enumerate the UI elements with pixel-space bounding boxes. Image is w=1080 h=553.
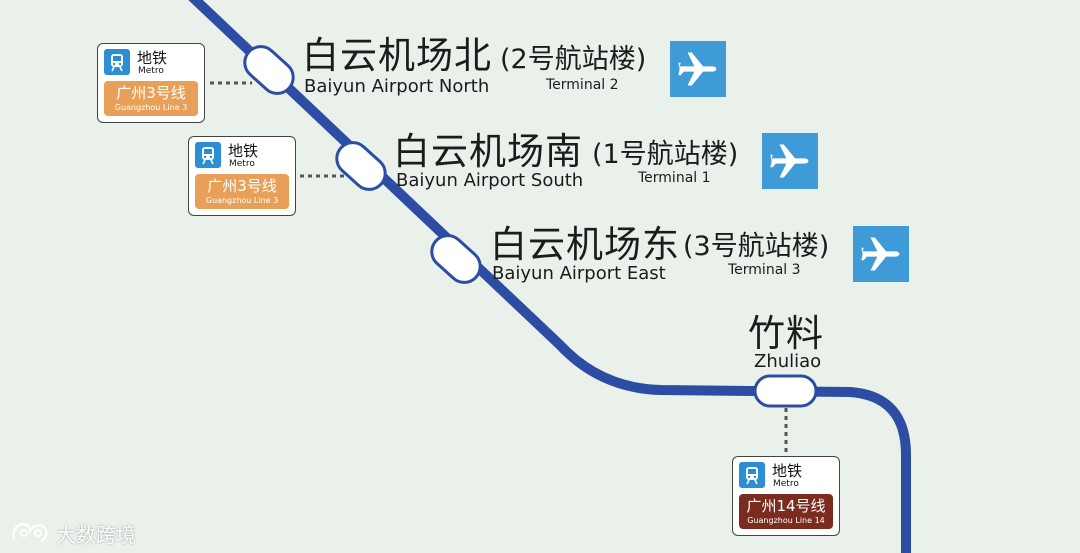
terminal-name-zh: (1号航站楼) xyxy=(592,139,739,170)
station-marker-zhuliao[interactable] xyxy=(753,374,818,408)
station-name-zh: 白云机场北 xyxy=(302,34,492,77)
line-name-zh: 广州3号线 xyxy=(207,177,277,195)
line-name-en: Guangzhou Line 14 xyxy=(747,516,825,525)
watermark: 大数跨境 xyxy=(10,518,136,548)
station-name-zh: 竹料 xyxy=(748,312,824,355)
terminal-name-en: Terminal 3 xyxy=(728,262,801,278)
station-marker-east[interactable] xyxy=(425,229,487,289)
line-badge: 广州14号线 Guangzhou Line 14 xyxy=(739,494,833,529)
metro-label-zh: 地铁 xyxy=(137,49,168,67)
terminal-name-zh: (2号航站楼) xyxy=(500,44,647,75)
line-name-en: Guangzhou Line 3 xyxy=(114,103,188,112)
airplane-icon xyxy=(762,133,818,189)
station-marker-south[interactable] xyxy=(330,136,392,196)
tiger-logo xyxy=(12,522,48,543)
line-badge: 广州3号线 Guangzhou Line 3 xyxy=(104,81,198,116)
station-marker-north[interactable] xyxy=(238,40,300,100)
line-badge: 广州3号线 Guangzhou Line 3 xyxy=(195,174,289,209)
airplane-icon xyxy=(853,226,909,282)
metro-train-icon xyxy=(104,49,130,75)
metro-label-zh: 地铁 xyxy=(228,142,259,160)
station-name-zh: 白云机场东 xyxy=(490,223,680,266)
metro-transfer-card: 地铁 Metro 广州14号线 Guangzhou Line 14 xyxy=(732,456,840,536)
airplane-icon xyxy=(670,41,726,97)
station-name-en: Baiyun Airport South xyxy=(396,170,584,191)
watermark-text: 大数跨境 xyxy=(56,522,136,547)
station-name-zh: 白云机场南 xyxy=(393,130,583,173)
metro-label-en: Metro xyxy=(138,66,164,76)
metro-train-icon xyxy=(739,462,765,488)
terminal-name-en: Terminal 2 xyxy=(546,77,619,93)
station-name-en: Zhuliao xyxy=(754,351,822,372)
station-name-en: Baiyun Airport East xyxy=(492,263,666,284)
line-name-zh: 广州14号线 xyxy=(746,497,826,515)
metro-train-icon xyxy=(195,142,221,168)
line-name-en: Guangzhou Line 3 xyxy=(205,196,279,205)
metro-transfer-card: 地铁 Metro 广州3号线 Guangzhou Line 3 xyxy=(97,43,205,123)
terminal-name-en: Terminal 1 xyxy=(638,170,711,186)
metro-label-en: Metro xyxy=(229,159,255,169)
station-name-en: Baiyun Airport North xyxy=(304,76,490,97)
terminal-name-zh: (3号航站楼) xyxy=(683,231,830,262)
metro-label-zh: 地铁 xyxy=(772,462,803,480)
line-name-zh: 广州3号线 xyxy=(116,84,186,102)
metro-label-en: Metro xyxy=(773,479,799,489)
metro-transfer-card: 地铁 Metro 广州3号线 Guangzhou Line 3 xyxy=(188,136,296,216)
